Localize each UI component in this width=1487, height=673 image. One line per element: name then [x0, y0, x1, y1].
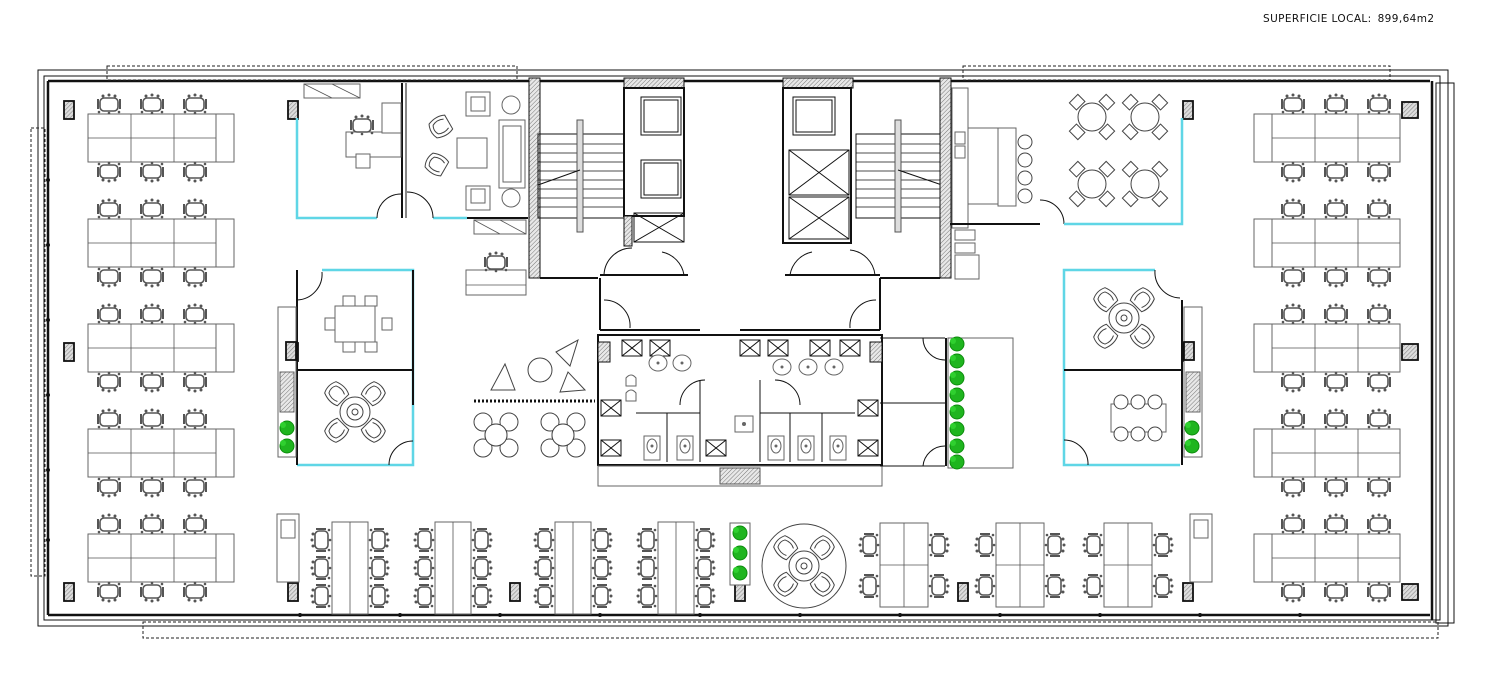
core-stairs-elevators [528, 77, 952, 331]
stair-west [537, 119, 625, 233]
open-office-south [276, 513, 1213, 614]
meeting-rooms-east [1062, 268, 1203, 467]
cafeteria [950, 79, 1184, 280]
open-office-west [88, 94, 234, 603]
area-label: SUPERFICIE LOCAL: 899,64m2 [1263, 13, 1440, 25]
breakout-area [473, 338, 595, 458]
area-value: 899,64m2 [1377, 13, 1435, 25]
stair-east [855, 119, 943, 233]
restrooms [597, 334, 883, 487]
exterior-shell [30, 65, 1455, 639]
private-offices [295, 83, 528, 296]
meeting-rooms-west [277, 268, 415, 467]
east-planter-strip [880, 336, 1014, 470]
area-label-text: SUPERFICIE LOCAL: [1263, 13, 1372, 25]
open-office-east [1254, 94, 1400, 603]
